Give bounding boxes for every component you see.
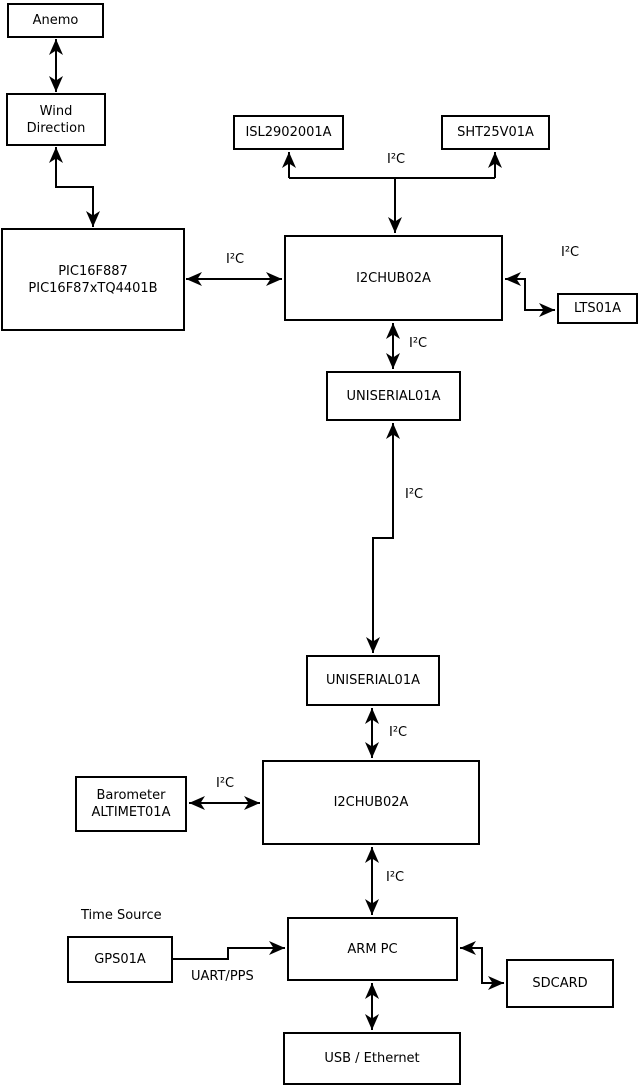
node-anemo-label: Anemo [32, 13, 79, 28]
edge-label-uart-pps: UART/PPS [191, 969, 254, 984]
node-usb-ethernet: USB / Ethernet [283, 1032, 461, 1085]
node-uniserial01a-2-label: UNISERIAL01A [326, 673, 420, 688]
node-lts01a-label: LTS01A [573, 301, 622, 316]
node-i2chub02a-1: I2CHUB02A [284, 235, 503, 321]
node-lts01a: LTS01A [557, 293, 638, 324]
node-isl2902001a-label: ISL2902001A [245, 125, 332, 140]
edge-label-i2c-branch: I²C [387, 152, 406, 167]
node-uniserial01a-1: UNISERIAL01A [326, 371, 461, 421]
edge-uniserial1-uniserial2 [366, 423, 400, 653]
node-anemo: Anemo [7, 3, 104, 38]
node-uniserial01a-1-label: UNISERIAL01A [346, 388, 441, 404]
edge-wind-pic [49, 147, 100, 227]
node-usb-ethernet-label: USB / Ethernet [324, 1051, 420, 1066]
node-gps01a-label: GPS01A [94, 952, 146, 967]
edge-gps-armpc [173, 941, 285, 960]
edge-label-i2c-uniserial2-hub2: I²C [389, 725, 408, 740]
node-barometer-altimet01a: Barometer ALTIMET01A [75, 776, 187, 832]
node-pic16f887: PIC16F887 PIC16F87xTQ4401B [1, 228, 185, 331]
node-arm-pc: ARM PC [287, 917, 458, 981]
node-uniserial01a-2: UNISERIAL01A [306, 655, 440, 706]
edge-label-i2c-hub1-lts: I²C [561, 245, 580, 260]
node-arm-pc-label: ARM PC [347, 941, 398, 957]
edge-label-i2c-barometer-hub2: I²C [216, 776, 235, 791]
node-sdcard-label: SDCARD [532, 976, 588, 991]
node-wind-direction-label-line1: Wind [39, 103, 73, 119]
node-sdcard: SDCARD [506, 959, 614, 1008]
edge-hub1-lts [505, 272, 555, 317]
edge-label-i2c-uniserial-link: I²C [405, 487, 424, 502]
edge-label-i2c-hub1-uniserial1: I²C [409, 336, 428, 351]
node-isl2902001a: ISL2902001A [233, 115, 344, 150]
node-i2chub02a-1-label: I2CHUB02A [356, 270, 431, 286]
edge-label-i2c-hub2-armpc: I²C [386, 870, 405, 885]
node-i2chub02a-2: I2CHUB02A [262, 760, 480, 845]
edge-label-i2c-pic-hub1: I²C [226, 252, 245, 267]
node-sht25v01a-label: SHT25V01A [457, 125, 534, 140]
node-pic16f887-label-line2: PIC16F87xTQ4401B [28, 280, 158, 296]
node-i2chub02a-2-label: I2CHUB02A [333, 795, 409, 810]
node-pic16f887-label-line1: PIC16F887 [58, 263, 128, 279]
node-gps01a: GPS01A [67, 936, 173, 983]
node-sht25v01a: SHT25V01A [441, 115, 550, 150]
edge-armpc-sdcard [460, 941, 504, 990]
node-wind-direction: Wind Direction [6, 93, 106, 146]
node-barometer-label-line2: ALTIMET01A [91, 805, 171, 820]
label-time-source: Time Source [81, 908, 162, 923]
node-wind-direction-label-line2: Direction [26, 120, 86, 136]
node-barometer-label-line1: Barometer [96, 788, 166, 803]
